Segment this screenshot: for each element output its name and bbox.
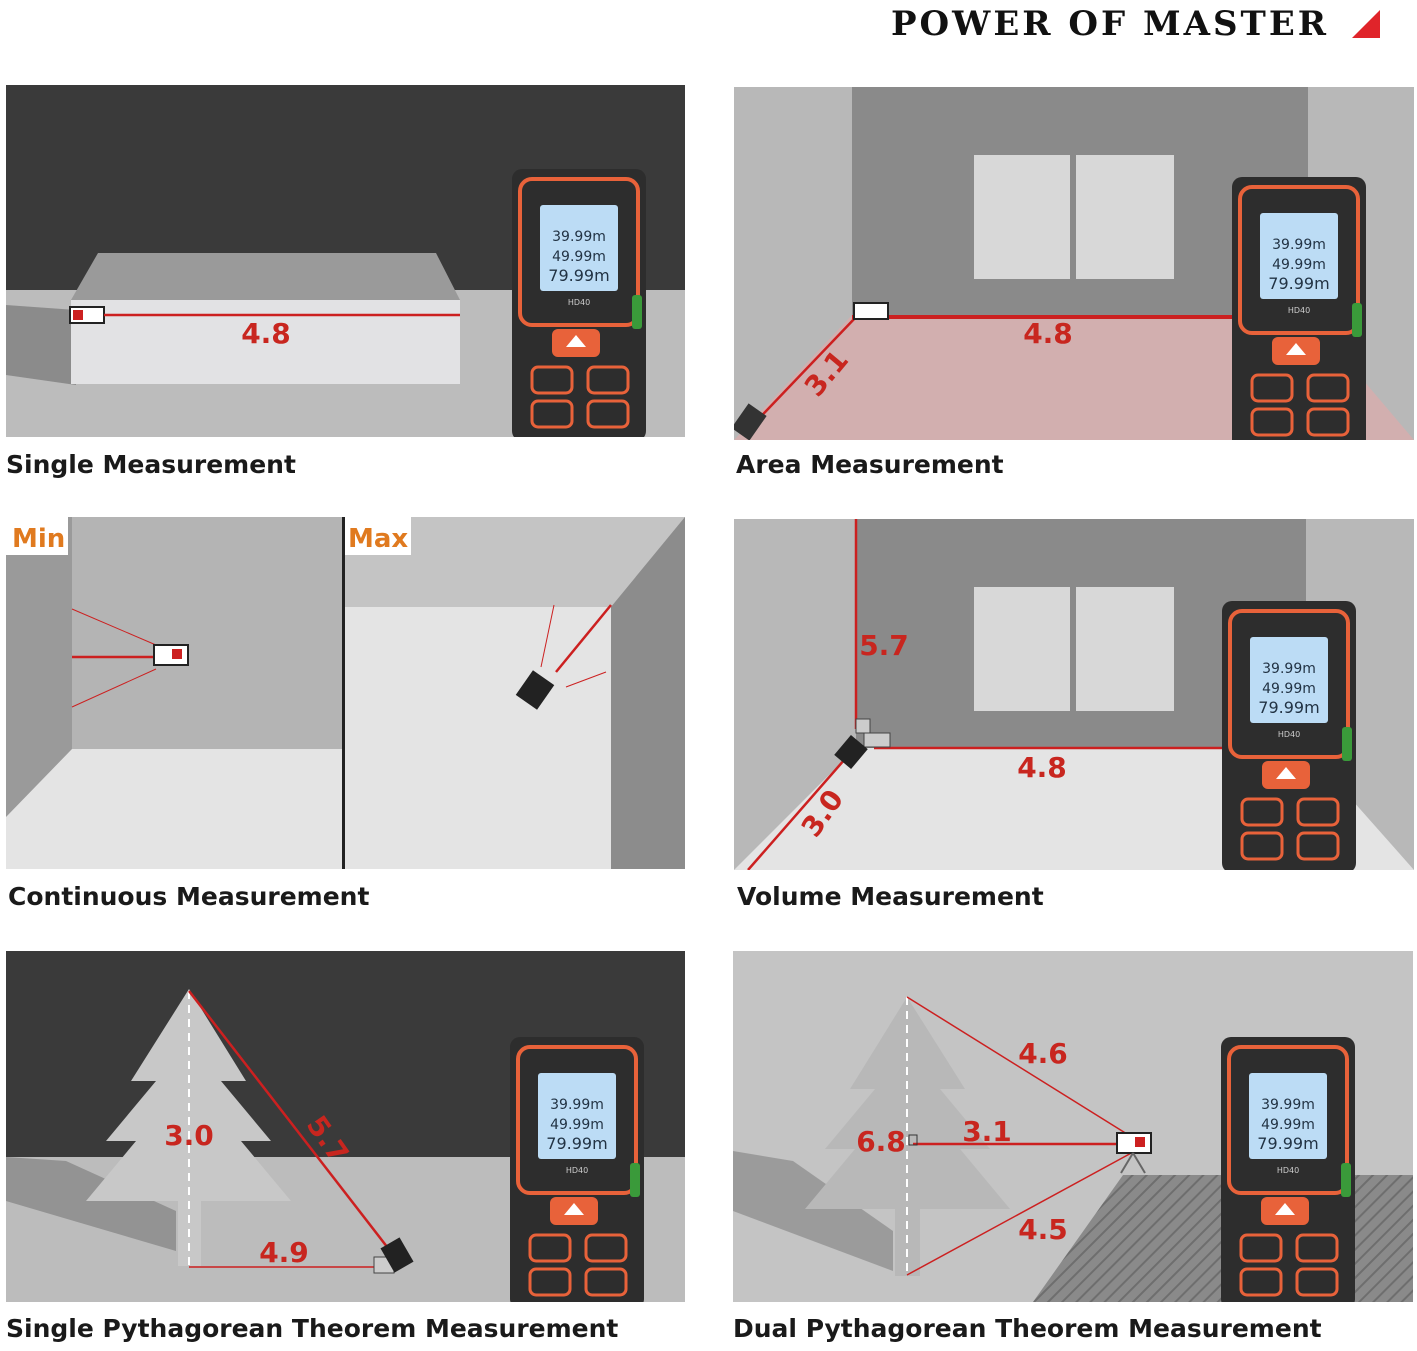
panel-single-pythagorean: 3.0 5.7 4.9 39.99m 49.99m 79.99m HD40: [6, 951, 685, 1302]
svg-text:49.99m: 49.99m: [1272, 257, 1326, 273]
laser-meter-device: 39.99m 49.99m 79.99m HD40: [1219, 1035, 1357, 1302]
laser-meter-device: 39.99m 49.99m 79.99m HD40: [508, 1035, 646, 1302]
svg-text:HD40: HD40: [568, 298, 590, 307]
svg-text:39.99m: 39.99m: [552, 229, 606, 245]
dual-upper-label: 4.6: [1018, 1037, 1068, 1070]
laser-meter-device: 39.99m 49.99m 79.99m HD40: [510, 167, 648, 437]
panel-continuous-measurement: Min Max: [6, 517, 685, 869]
caption-single-pythagorean: Single Pythagorean Theorem Measurement: [6, 1314, 619, 1343]
brand-header: POWER OF MASTER: [891, 4, 1381, 44]
volume-height-label: 5.7: [859, 629, 909, 662]
svg-text:39.99m: 39.99m: [1272, 237, 1326, 253]
svg-text:79.99m: 79.99m: [1257, 1134, 1318, 1153]
dual-height-label: 6.8: [856, 1125, 906, 1158]
pyth-height-label: 3.0: [164, 1119, 214, 1152]
svg-text:49.99m: 49.99m: [1262, 681, 1316, 697]
svg-text:79.99m: 79.99m: [1258, 698, 1319, 717]
svg-text:HD40: HD40: [566, 1166, 588, 1175]
caption-volume-measurement: Volume Measurement: [737, 882, 1044, 911]
svg-text:79.99m: 79.99m: [548, 266, 609, 285]
svg-text:79.99m: 79.99m: [1268, 274, 1329, 293]
panel-area-measurement: 4.8 3.1 39.99m 49.99m 79.99m HD40: [734, 87, 1414, 440]
panel-dual-pythagorean: 4.6 3.1 4.5 6.8 39.99m 49.99m 79.99m HD4…: [733, 951, 1413, 1302]
svg-text:49.99m: 49.99m: [550, 1117, 604, 1133]
svg-text:39.99m: 39.99m: [1262, 661, 1316, 677]
caption-continuous-measurement: Continuous Measurement: [8, 882, 370, 911]
svg-text:49.99m: 49.99m: [552, 249, 606, 265]
panel-volume-measurement: 5.7 4.8 3.0 39.99m 49.99m 79.99m HD40: [734, 519, 1414, 870]
svg-text:HD40: HD40: [1288, 306, 1310, 315]
single-length-label: 4.8: [241, 317, 291, 350]
pyth-base-label: 4.9: [259, 1236, 309, 1269]
svg-text:79.99m: 79.99m: [546, 1134, 607, 1153]
min-label: Min: [12, 524, 65, 554]
caption-single-measurement: Single Measurement: [6, 450, 296, 479]
max-label: Max: [348, 524, 408, 554]
brand-triangle-icon: [1352, 10, 1380, 38]
dual-middle-label: 3.1: [962, 1115, 1012, 1148]
svg-text:39.99m: 39.99m: [550, 1097, 604, 1113]
laser-meter-device: 39.99m 49.99m 79.99m HD40: [1230, 175, 1368, 440]
volume-length-label: 4.8: [1017, 751, 1067, 784]
svg-text:HD40: HD40: [1278, 730, 1300, 739]
svg-text:39.99m: 39.99m: [1261, 1097, 1315, 1113]
area-length-label: 4.8: [1023, 317, 1073, 350]
svg-text:HD40: HD40: [1277, 1166, 1299, 1175]
caption-area-measurement: Area Measurement: [736, 450, 1004, 479]
panel-single-measurement: 4.8 39.99m 49.99m 79.99m HD40: [6, 85, 685, 437]
caption-dual-pythagorean: Dual Pythagorean Theorem Measurement: [733, 1314, 1322, 1343]
laser-meter-device: 39.99m 49.99m 79.99m HD40: [1220, 599, 1358, 870]
brand-name: POWER OF MASTER: [890, 4, 1329, 44]
svg-text:49.99m: 49.99m: [1261, 1117, 1315, 1133]
dual-lower-label: 4.5: [1018, 1213, 1068, 1246]
